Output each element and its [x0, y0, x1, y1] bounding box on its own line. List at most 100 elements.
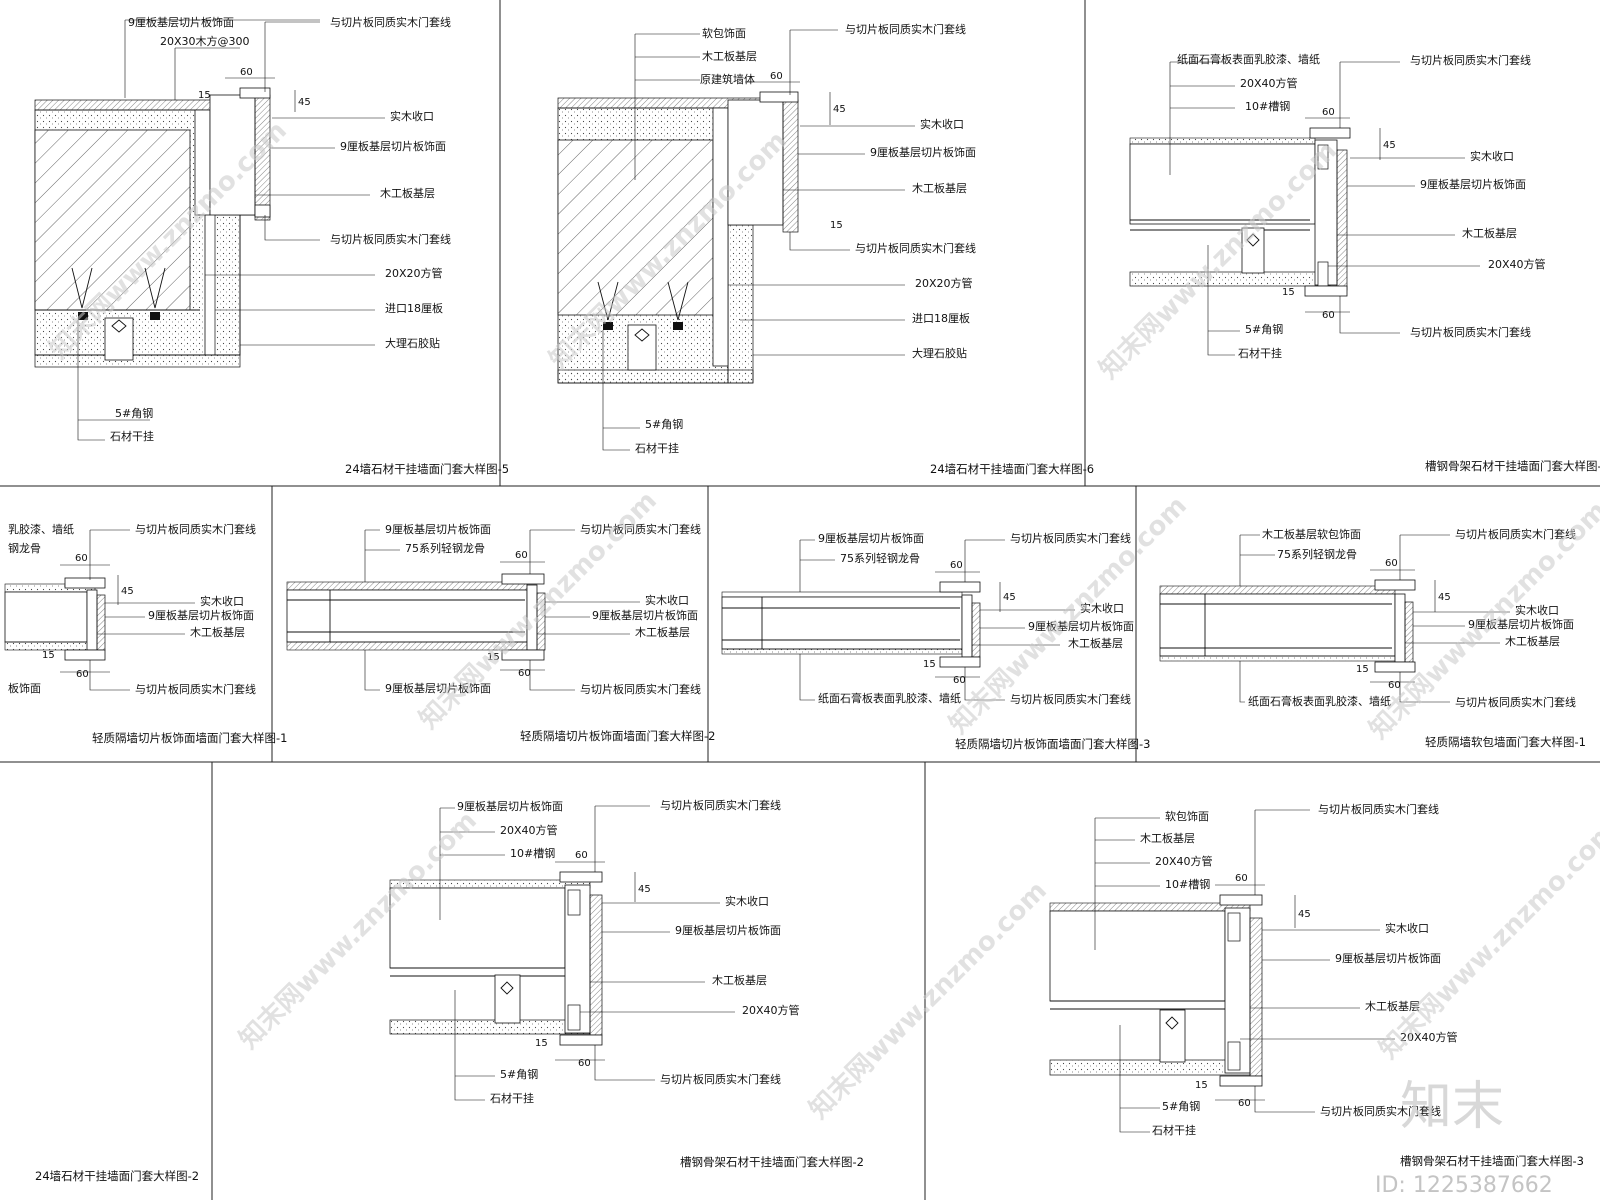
panel-title: 轻质隔墙切片板饰面墙面门套大样图-3 [955, 737, 1150, 751]
callout-label: 与切片板同质实木门套线 [855, 241, 976, 255]
dim-label: 15 [1356, 664, 1369, 675]
dim-label: 60 [240, 67, 253, 78]
detail-panel-c3: 60 45 15 60 软包饰面 木工板基层 20X40方管 10#槽钢 与切片… [1049, 802, 1584, 1168]
dim-label: 15 [1195, 1080, 1208, 1091]
callout-label: 9厘板基层切片板饰面 [385, 681, 491, 695]
dim-label: 60 [1322, 310, 1335, 321]
callout-label: 实木收口 [200, 594, 244, 608]
callout-label: 软包饰面 [1165, 809, 1209, 823]
detail-panel-r1: 60 45 15 60 木工板基层软包饰面 75系列轻钢龙骨 与切片板同质实木门… [1159, 527, 1586, 749]
panel-title: 槽钢骨架石材干挂墙面门套大样图-1 [1425, 459, 1600, 473]
callout-label: 石材干挂 [1152, 1123, 1196, 1137]
callout-label: 9厘板基层切片板饰面 [870, 145, 976, 159]
panel-title: 24墙石材干挂墙面门套大样图-5 [345, 462, 509, 476]
callout-label: 木工板基层 [712, 973, 767, 987]
detail-panel-q1: 60 45 15 60 乳胶漆、墙纸 钢龙骨 与切片板同质实木门套线 实木收口 … [4, 522, 287, 745]
panel-title: 槽钢骨架石材干挂墙面门套大样图-3 [1400, 1154, 1584, 1168]
dim-label: 45 [1383, 140, 1396, 151]
callout-label: 木工板基层 [380, 186, 435, 200]
callout-label: 20X40方管 [1400, 1030, 1458, 1044]
callout-label: 木工板基层 [190, 625, 245, 639]
callout-label: 乳胶漆、墙纸 [8, 522, 74, 536]
callout-label: 20X20方管 [915, 276, 973, 290]
callout-label: 木工板基层 [702, 49, 757, 63]
panel-title: 轻质隔墙切片板饰面墙面门套大样图-2 [520, 729, 715, 743]
callout-label: 与切片板同质实木门套线 [330, 15, 451, 29]
dim-label: 60 [1388, 680, 1401, 691]
callout-label: 进口18厘板 [385, 301, 443, 315]
callout-label: 石材干挂 [635, 441, 679, 455]
callout-label: 20X40方管 [500, 823, 558, 837]
callout-label: 木工板基层 [1505, 634, 1560, 648]
callout-label: 与切片板同质实木门套线 [660, 798, 781, 812]
callout-label: 与切片板同质实木门套线 [660, 1072, 781, 1086]
callout-label: 与切片板同质实木门套线 [1318, 802, 1439, 816]
callout-label: 9厘板基层切片板饰面 [1028, 619, 1134, 633]
callout-label: 实木收口 [1080, 601, 1124, 615]
callout-label: 10#槽钢 [510, 847, 555, 860]
dim-label: 60 [1235, 873, 1248, 884]
dim-label: 45 [1298, 909, 1311, 920]
callout-label: 10#槽钢 [1165, 878, 1210, 891]
callout-label: 20X40方管 [1488, 257, 1546, 271]
callout-label: 5#角钢 [1245, 323, 1283, 336]
dim-label: 45 [833, 104, 846, 115]
callout-label: 20X40方管 [1155, 854, 1213, 868]
callout-label: 进口18厘板 [912, 311, 970, 325]
callout-label: 20X30木方@300 [160, 34, 250, 48]
watermark-text: 知末网www.znzmo.com [1374, 816, 1600, 1065]
callout-label: 5#角钢 [115, 407, 153, 420]
callout-label: 与切片板同质实木门套线 [1410, 325, 1531, 339]
dim-label: 60 [1385, 558, 1398, 569]
dim-label: 60 [575, 850, 588, 861]
dim-label: 60 [76, 669, 89, 680]
image-id-label: ID: 1225387662 [1375, 1173, 1553, 1198]
callout-label: 9厘板基层切片板饰面 [1468, 617, 1574, 631]
callout-label: 原建筑墙体 [700, 72, 755, 86]
callout-label: 9厘板基层切片板饰面 [592, 608, 698, 622]
dim-label: 15 [487, 652, 500, 663]
callout-label: 5#角钢 [1162, 1100, 1200, 1113]
callout-label: 实木收口 [920, 117, 964, 131]
callout-label: 9厘板基层切片板饰面 [148, 608, 254, 622]
callout-label: 9厘板基层切片板饰面 [385, 522, 491, 536]
dim-label: 60 [950, 560, 963, 571]
callout-label: 与切片板同质实木门套线 [1455, 527, 1576, 541]
callout-label: 实木收口 [1470, 149, 1514, 163]
dim-label: 60 [518, 668, 531, 679]
dim-label: 15 [535, 1038, 548, 1049]
callout-label: 木工板基层 [635, 625, 690, 639]
callout-label: 75系列轻钢龙骨 [405, 541, 485, 555]
callout-label: 9厘板基层切片板饰面 [818, 531, 924, 545]
callout-label: 75系列轻钢龙骨 [840, 551, 920, 565]
callout-label: 5#角钢 [500, 1068, 538, 1081]
watermark-text: 知末网www.znzmo.com [804, 876, 1053, 1125]
callout-label: 与切片板同质实木门套线 [135, 522, 256, 536]
callout-label: 9厘板基层切片板饰面 [675, 923, 781, 937]
callout-label: 与切片板同质实木门套线 [1455, 695, 1576, 709]
callout-label: 20X40方管 [1240, 76, 1298, 90]
callout-label: 软包饰面 [702, 26, 746, 40]
callout-label: 纸面石膏板表面乳胶漆、墙纸 [1177, 52, 1320, 66]
dim-label: 15 [1282, 287, 1295, 298]
callout-label: 纸面石膏板表面乳胶漆、墙纸 [1248, 694, 1391, 708]
callout-label: 20X40方管 [742, 1003, 800, 1017]
callout-label: 纸面石膏板表面乳胶漆、墙纸 [818, 691, 961, 705]
callout-label: 实木收口 [1515, 603, 1559, 617]
dim-label: 15 [830, 220, 843, 231]
callout-label: 板饰面 [8, 681, 41, 695]
panel-title: 轻质隔墙切片板饰面墙面门套大样图-1 [92, 731, 287, 745]
detail-panel-p6: 60 45 15 软包饰面 木工板基层 原建筑墙体 与切片板同质实木门套线 实木… [557, 22, 1094, 476]
panel-title: 24墙石材干挂墙面门套大样图-2 [35, 1169, 199, 1183]
dim-label: 45 [1003, 592, 1016, 603]
callout-label: 与切片板同质实木门套线 [845, 22, 966, 36]
callout-label: 9厘板基层切片板饰面 [128, 15, 234, 29]
callout-label: 木工板基层 [912, 181, 967, 195]
dim-label: 15 [198, 90, 211, 101]
dim-label: 60 [578, 1058, 591, 1069]
dim-label: 60 [770, 71, 783, 82]
panel-title: 24墙石材干挂墙面门套大样图-6 [930, 462, 1094, 476]
callout-label: 木工板基层软包饰面 [1262, 527, 1361, 541]
callout-label: 9厘板基层切片板饰面 [340, 139, 446, 153]
